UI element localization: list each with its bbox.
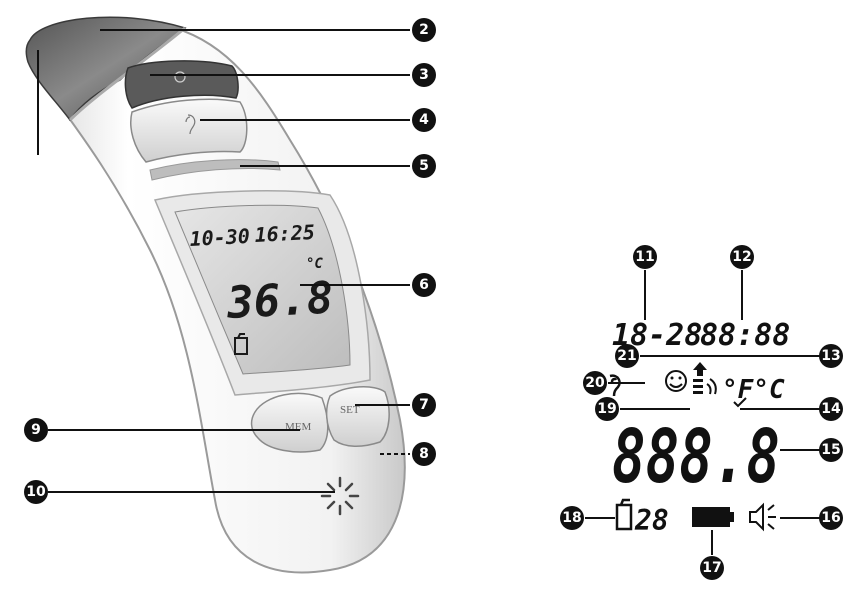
legend-unit-symbols: °F°C: [722, 375, 785, 405]
svg-text:6: 6: [419, 277, 429, 293]
ear-button[interactable]: [130, 98, 248, 163]
svg-text:20: 20: [585, 375, 605, 391]
callouts: 2 3 4 5 6 7 8 9 10 11 12 13 14 15 16 17 …: [24, 18, 843, 580]
svg-text:16: 16: [821, 510, 840, 526]
callout-19: 19: [595, 397, 619, 421]
svg-text:14: 14: [821, 401, 841, 417]
smiley-icon: [665, 370, 687, 392]
callout-10: 10: [24, 480, 48, 504]
svg-text:7: 7: [419, 397, 429, 413]
cap-ring: [68, 26, 186, 122]
svg-text:13: 13: [821, 348, 840, 364]
svg-text:3: 3: [419, 67, 429, 83]
callout-4: 4: [412, 108, 436, 132]
svg-text:12: 12: [732, 249, 751, 265]
device-lcd-temperature: 36.8: [225, 273, 334, 330]
set-button-label: SET: [340, 404, 360, 416]
speaker-icon: [320, 476, 360, 516]
display-legend: 18-28 88:88 °F°C 888.8 28: [585, 270, 820, 555]
callout-5: 5: [412, 154, 436, 178]
device-lcd-screen: [174, 204, 351, 375]
svg-text:17: 17: [702, 560, 721, 576]
svg-text:5: 5: [419, 158, 429, 174]
forehead-icon: [174, 71, 186, 83]
set-button[interactable]: [325, 386, 390, 447]
legend-memory-segments: 28: [634, 504, 669, 537]
callout-12: 12: [730, 245, 754, 269]
svg-text:9: 9: [31, 422, 41, 438]
callout-21: 21: [615, 344, 639, 368]
svg-text:19: 19: [597, 401, 616, 417]
ear-icon: [185, 114, 196, 135]
callout-7: 7: [412, 393, 436, 417]
mem-button-label: MEM: [285, 421, 312, 433]
callout-20: 20: [583, 371, 607, 395]
svg-text:4: 4: [419, 112, 429, 128]
svg-text:2: 2: [419, 22, 429, 38]
callout-8: 8: [412, 442, 436, 466]
legend-ear-icon: [609, 374, 621, 397]
svg-text:11: 11: [635, 249, 654, 265]
svg-text:15: 15: [821, 442, 840, 458]
callout-14: 14: [819, 397, 843, 421]
device-lcd-time: 16:25: [254, 220, 315, 247]
callout-13: 13: [819, 344, 843, 368]
callout-2: 2: [412, 18, 436, 42]
callout-15: 15: [819, 438, 843, 462]
legend-time-segments: 88:88: [700, 318, 790, 353]
volume-icon: [749, 502, 776, 532]
callout-6: 6: [412, 273, 436, 297]
callout-17: 17: [700, 556, 724, 580]
callout-9: 9: [24, 418, 48, 442]
battery-icon: [692, 507, 734, 527]
svg-text:10: 10: [26, 484, 46, 500]
checkmark-icon: [733, 397, 747, 408]
callout-11: 11: [633, 245, 657, 269]
device-lcd-memory-icon: [234, 333, 248, 355]
device-leader-lines: [37, 29, 410, 493]
legend-main-segments: 888.8: [612, 414, 780, 500]
indicator-light-strip: [149, 159, 281, 181]
legend-memory-icon: [615, 498, 633, 531]
mem-button[interactable]: [250, 392, 329, 453]
forehead-signal-icon: [693, 362, 717, 395]
svg-text:21: 21: [617, 348, 636, 364]
svg-text:8: 8: [419, 446, 429, 462]
device-lcd-date: 10-30: [189, 224, 250, 251]
device-lcd-unit: °C: [306, 256, 323, 272]
callout-16: 16: [819, 506, 843, 530]
thermometer-device: 10-30 16:25 °C 36.8 MEM SET: [25, 16, 406, 574]
forehead-button[interactable]: [124, 60, 239, 109]
callout-3: 3: [412, 63, 436, 87]
callout-18: 18: [560, 506, 584, 530]
svg-text:18: 18: [562, 510, 581, 526]
